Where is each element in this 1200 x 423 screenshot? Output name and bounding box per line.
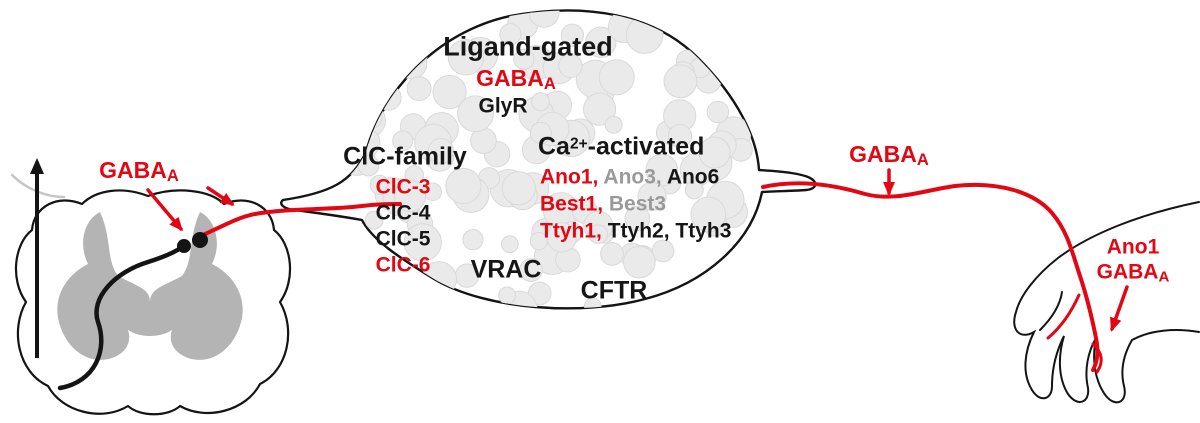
axons — [194, 181, 1103, 374]
bouton-2 — [192, 232, 208, 248]
label-clc6: ClC-6 — [375, 253, 431, 277]
label-ano1-periphery: Ano1 — [1106, 235, 1160, 259]
afferent-axon-right — [761, 181, 1100, 372]
label-ca-row1: Ano1, Ano3, Ano6 — [540, 167, 719, 188]
label-clc5: ClC-5 — [375, 227, 431, 251]
label-ano6: Ano6 — [666, 165, 720, 189]
label-clc4: ClC-4 — [375, 201, 431, 225]
label-clc-family: ClC-family — [343, 142, 467, 171]
spinal-cord — [10, 158, 292, 416]
label-ttyh2-3: Ttyh2, Ttyh3 — [607, 219, 732, 243]
ca-sup: 2+ — [569, 135, 588, 153]
label-gabaa-soma: GABAA — [476, 67, 556, 93]
afferent-axon-left — [194, 202, 402, 240]
label-best1: Best1, — [540, 192, 604, 216]
ca-text-post: -activated — [587, 132, 705, 161]
gabaa-periphery-text: GABA — [1096, 260, 1159, 284]
label-ano1: Ano1, — [540, 165, 599, 189]
axon-branch-1 — [1046, 293, 1081, 340]
gabaa-cord-text: GABA — [99, 157, 167, 184]
gabaa-soma-sub: A — [543, 74, 556, 94]
gabaa-axon-text: GABA — [849, 141, 917, 168]
label-ca-row2: Best1, Best3 — [540, 194, 666, 215]
label-ttyh1: Ttyh1, — [540, 219, 602, 243]
bouton-1 — [177, 239, 191, 253]
axon-branch-2 — [1091, 342, 1103, 374]
label-best3: Best3 — [608, 192, 667, 216]
label-vrac: VRAC — [470, 255, 542, 284]
label-gabaa-axon: GABAA — [849, 143, 929, 169]
gabaa-axon-sub: A — [916, 150, 929, 170]
gaba-arrow-hand — [1110, 285, 1129, 332]
label-gabaa-cord: GABAA — [99, 159, 179, 185]
gabaa-cord-sub: A — [166, 166, 179, 186]
red-arrows — [146, 168, 1129, 332]
hand-outline — [1013, 201, 1200, 404]
ascending-fiber — [57, 243, 187, 391]
label-clc3: ClC-3 — [375, 175, 431, 199]
palm-line — [1039, 291, 1063, 331]
label-ca-activated: Ca2+-activated — [538, 132, 705, 161]
label-ligand-gated: Ligand-gated — [443, 31, 613, 62]
gabaa-soma-text: GABA — [476, 65, 544, 92]
gabaa-periphery-sub: A — [1158, 268, 1170, 286]
label-ano3: Ano3, — [603, 165, 662, 189]
gaba-arrow-left-1 — [146, 188, 183, 232]
gaba-arrow-left-2 — [206, 186, 235, 206]
gray-matter — [57, 212, 243, 360]
synapse-boutons — [177, 232, 208, 253]
ca-text: Ca — [538, 132, 570, 161]
label-cftr: CFTR — [580, 276, 648, 305]
label-ca-row3: Ttyh1, Ttyh2, Ttyh3 — [540, 221, 731, 242]
hand — [1013, 201, 1200, 404]
label-gabaa-periphery: GABAA — [1097, 262, 1170, 285]
label-glyr: GlyR — [478, 94, 528, 118]
